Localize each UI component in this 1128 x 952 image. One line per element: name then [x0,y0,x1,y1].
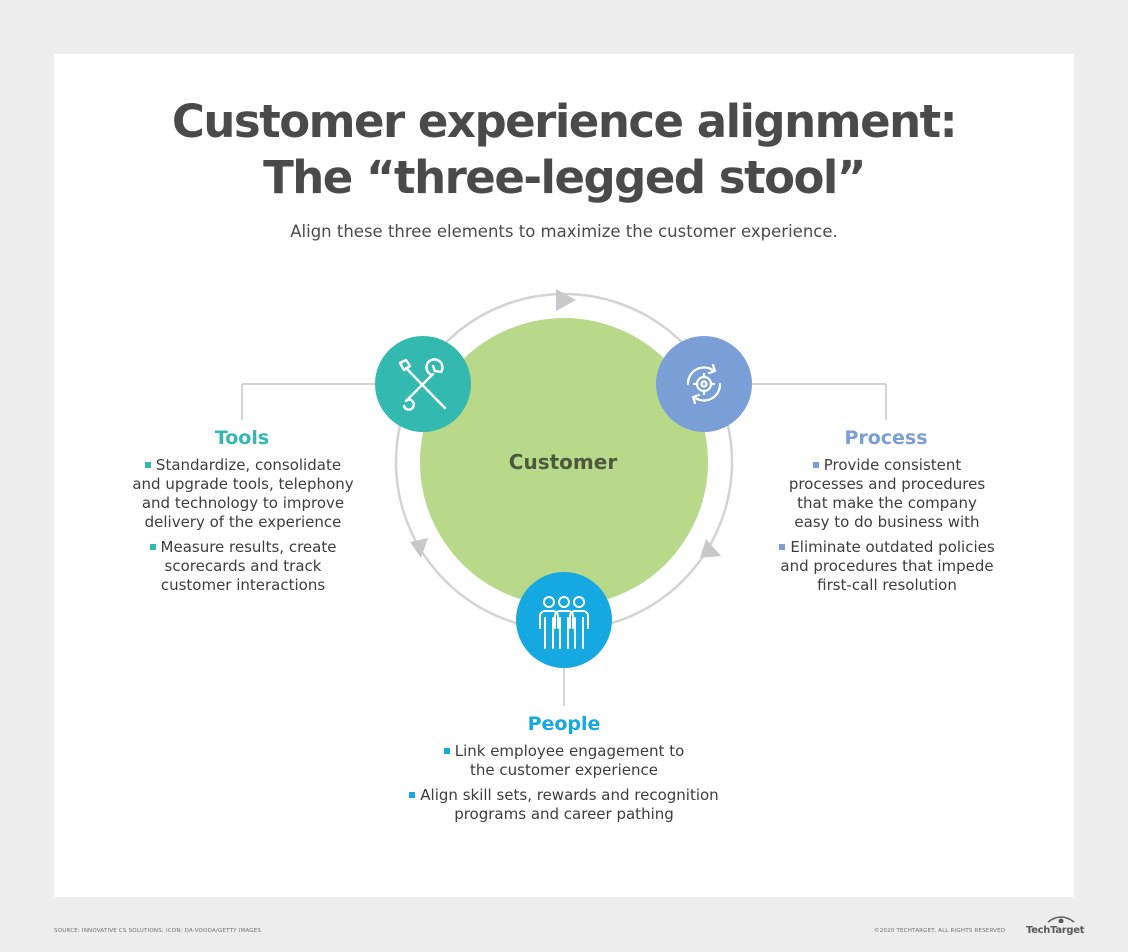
people-bullets: Link employee engagement to the customer… [392,742,736,830]
customer-circle [420,318,708,606]
process-title: Process [844,427,928,449]
list-item: Provide consistent processes and procedu… [779,456,995,532]
customer-label: Customer [508,450,618,474]
tools-title: Tools [214,427,270,449]
bullet-text: Align skill sets, rewards and recognitio… [420,786,719,823]
process-connector [748,383,887,420]
bullet-text: Eliminate outdated policies and procedur… [780,538,995,594]
cycle-arrow-left [410,538,428,558]
bullet-text: Measure results, create scorecards and t… [160,538,337,594]
process-bullets: Provide consistent processes and procedu… [779,456,995,601]
people-node [516,572,612,668]
gear-cycle-icon [686,363,722,405]
bullet-square [144,462,151,468]
wrench-screwdriver-icon [398,358,447,411]
tools-connector [241,383,378,420]
bullet-square [443,748,450,754]
logo-text: TechTarget [1026,925,1085,936]
list-item: Align skill sets, rewards and recognitio… [392,786,736,824]
list-item: Standardize, consolidate and upgrade too… [132,456,354,532]
subtitle: Align these three elements to maximize t… [290,222,838,241]
bullet-square [149,544,156,550]
people-group-icon [539,596,589,649]
bullet-square [812,462,819,468]
bullet-text: Provide consistent processes and procedu… [788,456,986,531]
bullet-square [779,544,786,550]
cycle-arrow-right [700,539,721,558]
bullet-square [409,792,416,798]
bullet-text: Standardize, consolidate and upgrade too… [132,456,354,531]
list-item: Measure results, create scorecards and t… [132,538,354,595]
logo-eye-icon [1047,916,1075,923]
cycle-arrow-top [556,289,576,311]
techtarget-logo: TechTarget [1026,916,1085,936]
source-credit: SOURCE: INNOVATIVE CS SOLUTIONS; ICON: D… [54,928,262,934]
bullet-text: Link employee engagement to the customer… [454,742,685,779]
people-title: People [527,713,601,735]
process-node [656,336,752,432]
title-line-2: The “three-legged stool” [263,151,866,204]
title-line-1: Customer experience alignment: [171,95,958,148]
copyright-notice: ©2020 TECHTARGET. ALL RIGHTS RESERVED [874,928,1006,934]
tools-node [375,336,471,432]
list-item: Eliminate outdated policies and procedur… [779,538,995,595]
list-item: Link employee engagement to the customer… [392,742,736,780]
tools-bullets: Standardize, consolidate and upgrade too… [132,456,354,601]
